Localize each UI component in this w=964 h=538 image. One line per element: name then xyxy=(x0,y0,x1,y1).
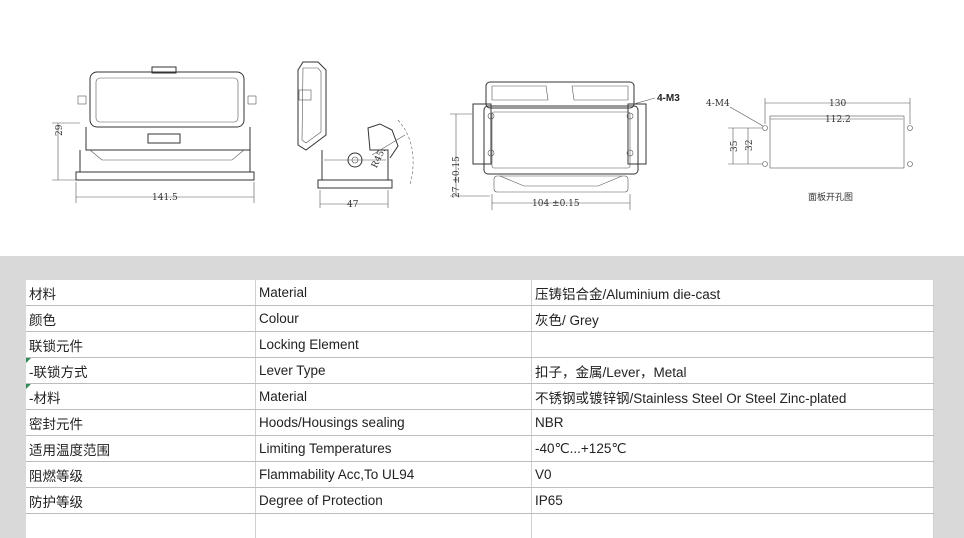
callout-4-m4: 4-M4 xyxy=(706,99,730,109)
row-cn-label: 防护等级 xyxy=(26,487,256,514)
top-view: 4-M3 27 ±0.15 104 ±0.15 xyxy=(450,81,680,210)
table-row: 颜色 Colour 灰色/ Grey xyxy=(26,305,934,332)
spec-table-body: 材料 Material 压铸铝合金/Aluminium die-cast 颜色 … xyxy=(26,280,934,538)
panel-cutout-view: 4-M4 130 112.2 35 32 面板开孔图 xyxy=(706,98,913,203)
row-cn-label: 颜色 xyxy=(26,305,256,332)
technical-drawing: 29 141.5 R45. 47 xyxy=(0,0,964,256)
row-value: V0 xyxy=(531,461,934,488)
row-value: 不锈钢或镀锌钢/Stainless Steel Or Steel Zinc-pl… xyxy=(531,383,934,410)
row-en-label: Material xyxy=(255,280,532,306)
row-en-label: Limiting Temperatures xyxy=(255,435,532,462)
table-row: 阻燃等级 Flammability Acc,To UL94 V0 xyxy=(26,461,934,488)
dim-47: 47 xyxy=(347,200,359,210)
row-en-label: Colour xyxy=(255,305,532,332)
row-cn-label: 适用温度范围 xyxy=(26,435,256,462)
dim-27: 27 ±0.15 xyxy=(452,156,462,198)
row-value: 灰色/ Grey xyxy=(531,305,934,332)
table-row: 密封元件 Hoods/Housings sealing NBR xyxy=(26,409,934,436)
row-value: IP65 xyxy=(531,487,934,514)
table-row: 联锁元件 Locking Element xyxy=(26,331,934,358)
row-cn-label: 密封元件 xyxy=(26,409,256,436)
side-view: R45. 47 xyxy=(297,61,414,210)
row-value xyxy=(531,331,934,358)
row-value: NBR xyxy=(531,409,934,436)
empty-cell xyxy=(531,513,934,538)
dim-29: 29 xyxy=(55,124,65,136)
table-row: -联锁方式 Lever Type 扣子，金属/Lever，Metal xyxy=(26,357,934,384)
dim-112-2: 112.2 xyxy=(825,115,851,125)
spec-table: 材料 Material 压铸铝合金/Aluminium die-cast 颜色 … xyxy=(26,280,934,538)
dim-130: 130 xyxy=(829,99,846,109)
dim-32: 32 xyxy=(745,140,755,151)
table-row: -材料 Material 不锈钢或镀锌钢/Stainless Steel Or … xyxy=(26,383,934,410)
dim-141-5: 141.5 xyxy=(152,193,178,203)
table-row: 材料 Material 压铸铝合金/Aluminium die-cast xyxy=(26,280,934,306)
dim-35: 35 xyxy=(730,140,740,152)
row-cn-label: 阻燃等级 xyxy=(26,461,256,488)
row-value: 压铸铝合金/Aluminium die-cast xyxy=(531,280,934,306)
row-en-label: Degree of Protection xyxy=(255,487,532,514)
panel-cutout-caption: 面板开孔图 xyxy=(808,191,853,203)
callout-4-m3: 4-M3 xyxy=(657,93,680,104)
row-en-label: Hoods/Housings sealing xyxy=(255,409,532,436)
row-value: -40℃...+125℃ xyxy=(531,435,934,462)
table-row: 适用温度范围 Limiting Temperatures -40℃...+125… xyxy=(26,435,934,462)
empty-cell xyxy=(26,513,256,538)
row-en-label: Flammability Acc,To UL94 xyxy=(255,461,532,488)
dim-104: 104 ±0.15 xyxy=(532,199,580,209)
table-row-empty xyxy=(26,513,934,538)
row-cn-label: 材料 xyxy=(26,280,256,306)
empty-cell xyxy=(255,513,532,538)
row-en-label: Locking Element xyxy=(255,331,532,358)
row-en-label: Lever Type xyxy=(255,357,532,384)
cell-flag-marker xyxy=(26,384,31,389)
table-row: 防护等级 Degree of Protection IP65 xyxy=(26,487,934,514)
row-cn-label: -联锁方式 xyxy=(26,357,256,384)
cell-flag-marker xyxy=(26,358,31,363)
front-view: 29 141.5 xyxy=(52,66,257,203)
row-en-label: Material xyxy=(255,383,532,410)
row-value: 扣子，金属/Lever，Metal xyxy=(531,357,934,384)
row-cn-label: -材料 xyxy=(26,383,256,410)
spec-table-section: 材料 Material 压铸铝合金/Aluminium die-cast 颜色 … xyxy=(0,256,964,538)
row-cn-label: 联锁元件 xyxy=(26,331,256,358)
technical-drawing-svg: 29 141.5 R45. 47 xyxy=(52,61,913,210)
